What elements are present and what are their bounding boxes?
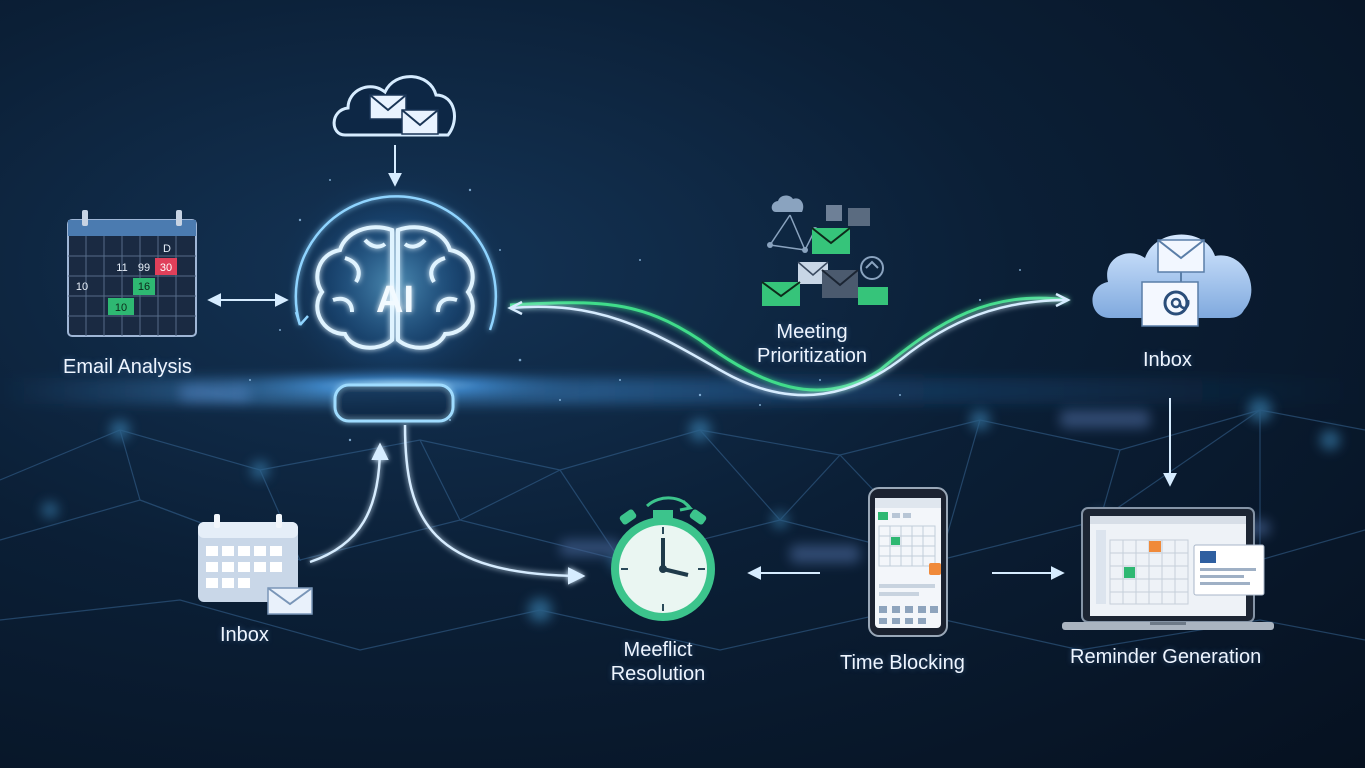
label-reminder-generation: Reminder Generation [1070, 646, 1262, 668]
label-meeting-line1: Meeting [776, 321, 848, 343]
ai-label: AI [376, 279, 414, 321]
label-meeting-line2: Prioritization [756, 345, 868, 367]
arrow-ai-to-resolution [403, 424, 586, 585]
label-email-analysis: Email Analysis [63, 356, 192, 378]
calendar-inbox-icon [198, 514, 313, 615]
arrow-inbox-to-ai [309, 442, 389, 564]
label-inbox-right: Inbox [1143, 349, 1192, 371]
calendar-number: 11 [116, 262, 127, 274]
laptop-icon [1062, 507, 1274, 630]
calendar-number: 10 [115, 302, 127, 314]
calendar-number: 16 [138, 281, 150, 293]
orbit-arrow [294, 311, 309, 326]
stopwatch-icon [611, 496, 715, 621]
wave-connector [507, 292, 1071, 397]
smartphone-icon [868, 487, 948, 637]
cloud-at-icon [1092, 234, 1252, 327]
email-cluster-icon [761, 195, 888, 306]
label-conflict-resolution: Meeflict Resolution [611, 638, 706, 686]
label-inbox-left: Inbox [220, 624, 269, 646]
ai-brain-node: AI [270, 160, 520, 423]
brain-icon [315, 225, 475, 350]
calendar-icon: D 11 99 30 10 16 10 [67, 210, 197, 337]
background-network [0, 385, 1365, 651]
calendar-number: 30 [160, 262, 172, 274]
ai-pedestal [333, 383, 455, 423]
label-time-blocking: Time Blocking [840, 652, 965, 674]
calendar-number: D [163, 243, 171, 255]
label-meeting-prioritization: Meeting Prioritization [757, 320, 867, 368]
calendar-number: 10 [76, 281, 88, 293]
cloud-email-icon [332, 75, 456, 137]
calendar-number: 99 [138, 262, 150, 274]
label-conflict-line2: Resolution [610, 663, 706, 685]
label-conflict-line1: Meeflict [623, 639, 693, 661]
